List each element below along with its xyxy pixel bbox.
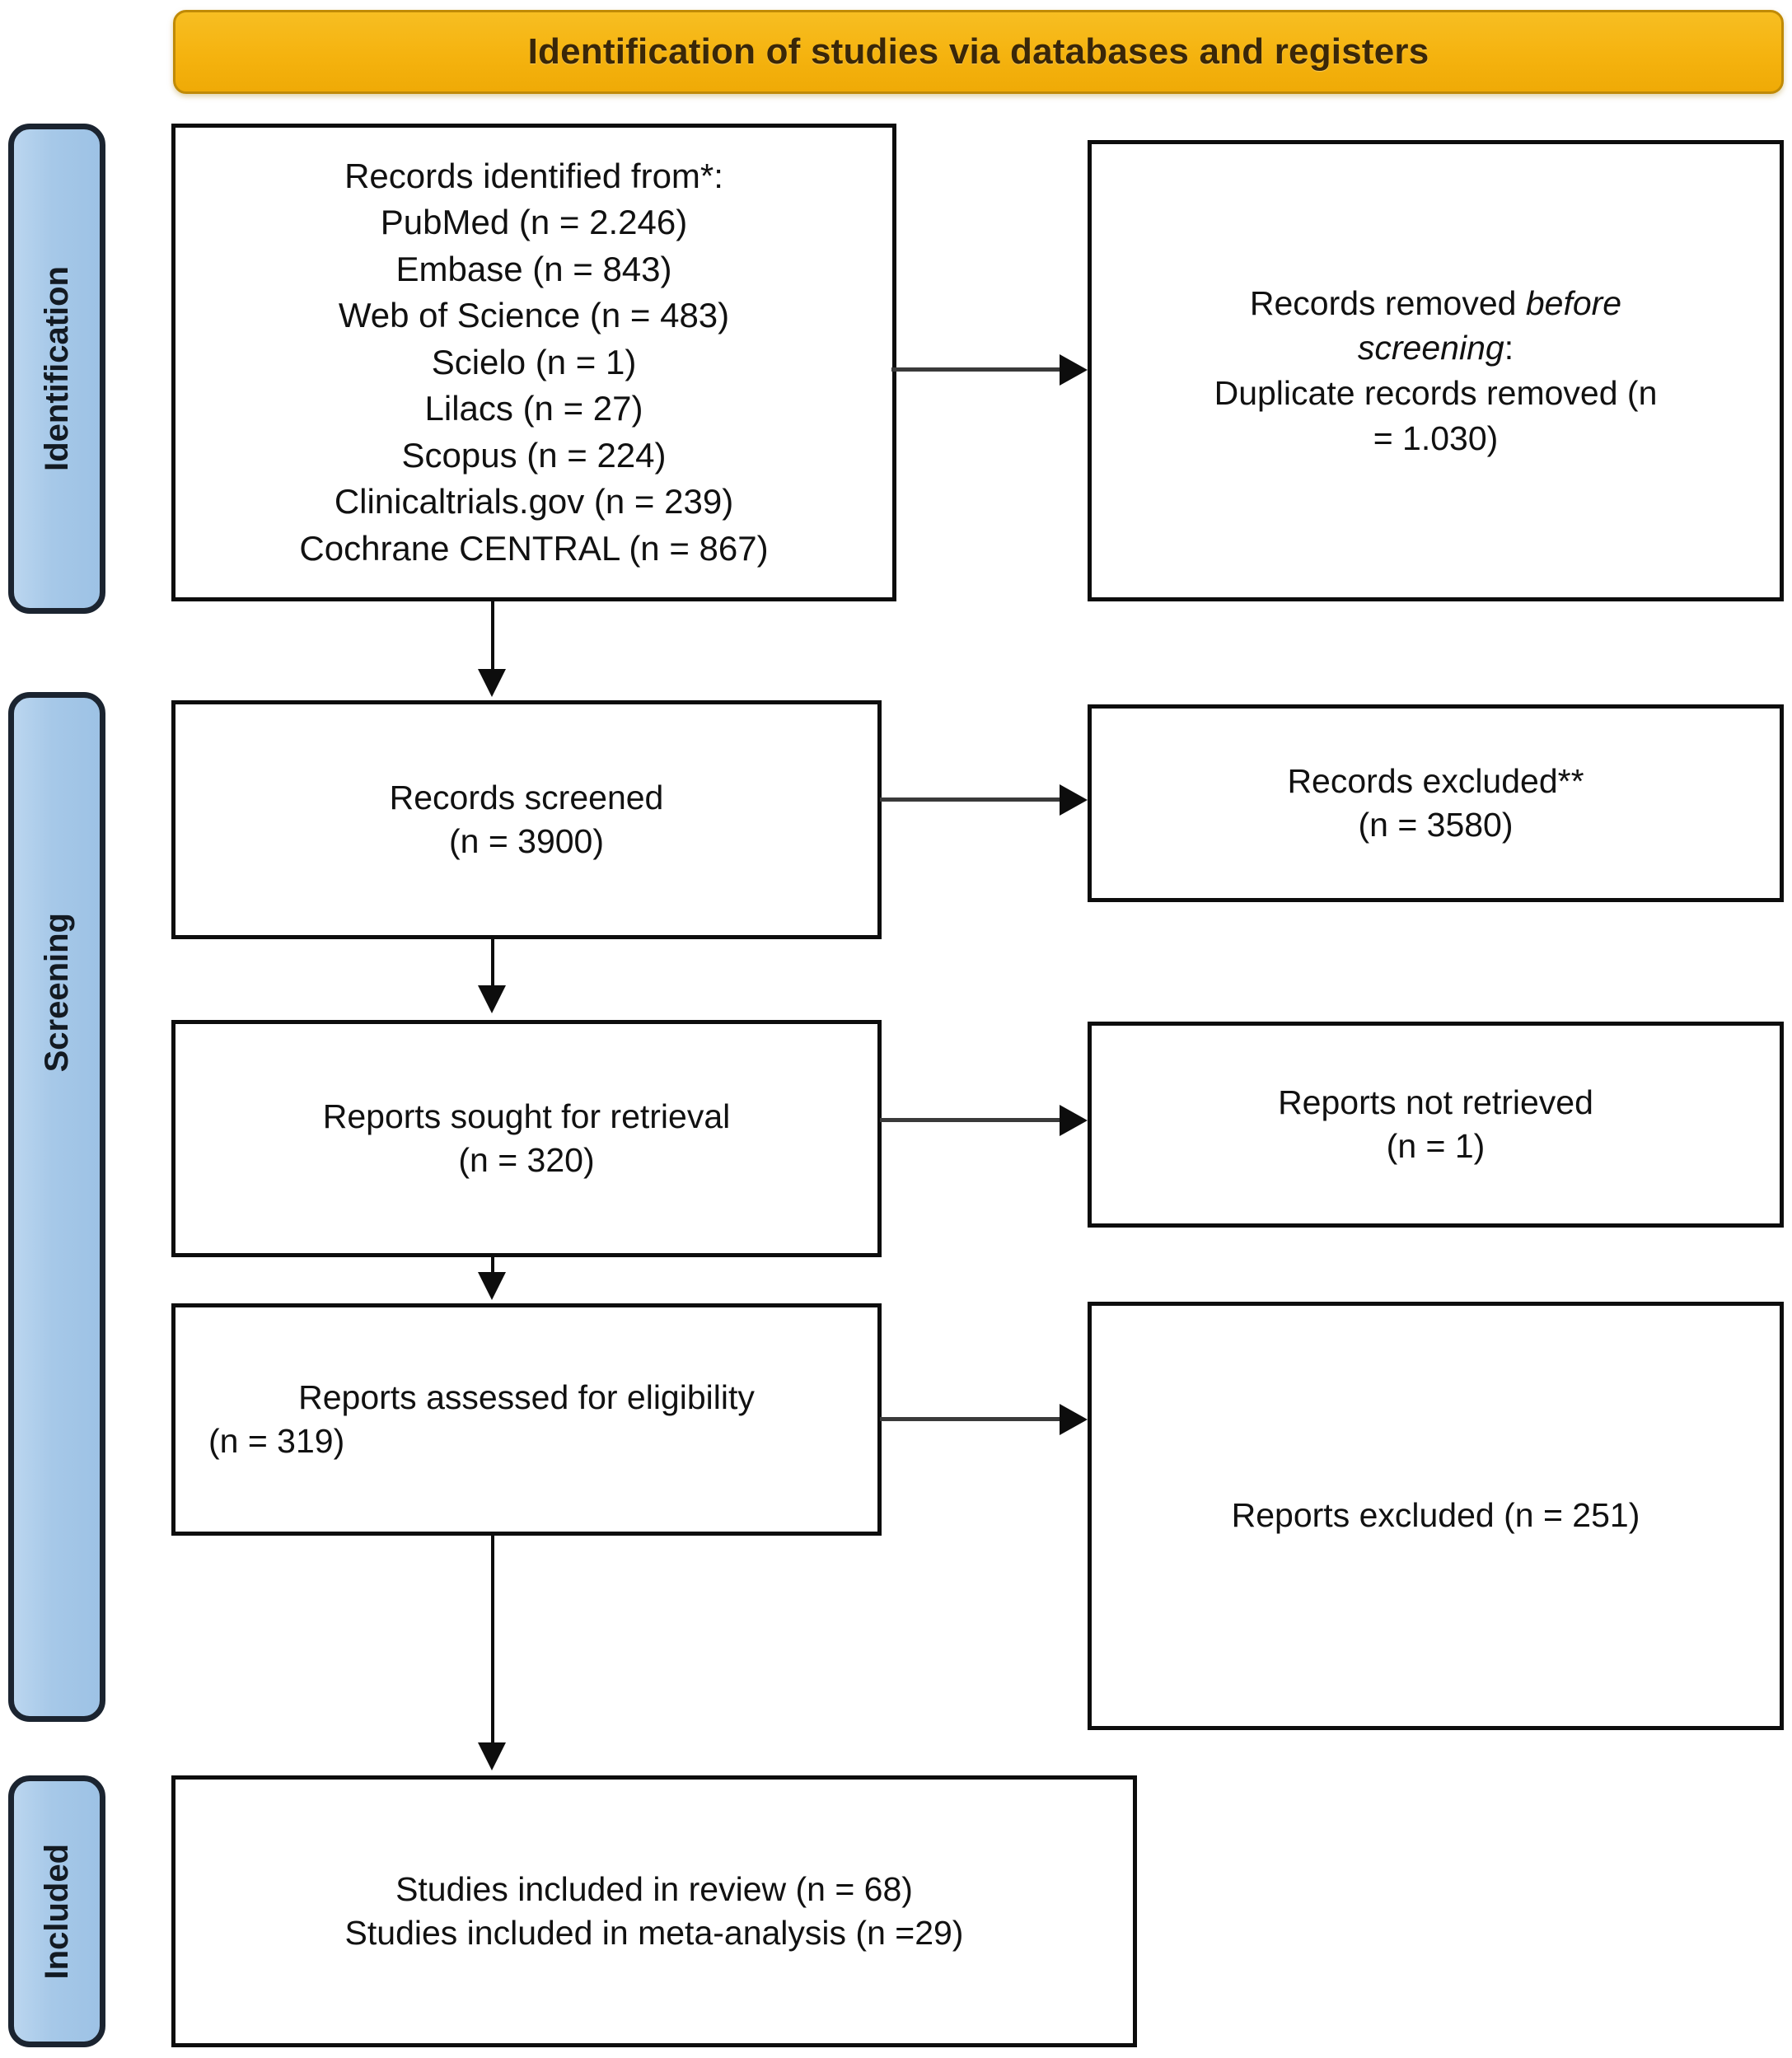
phase-sidebar-identification: Identification bbox=[8, 124, 105, 614]
connector-sought-to-assessed bbox=[491, 1257, 494, 1277]
arrow-down-icon-to-screened bbox=[478, 669, 506, 697]
source-scopus: Scopus (n = 224) bbox=[401, 435, 667, 475]
reports-assessed-label: Reports assessed for eligibility bbox=[298, 1377, 755, 1416]
phase-sidebar-screening: Screening bbox=[8, 692, 105, 1722]
source-clinicaltrials-gov: Clinicaltrials.gov (n = 239) bbox=[334, 482, 734, 522]
reports-not-retrieved-label: Reports not retrieved bbox=[1278, 1083, 1593, 1121]
records-screened-count: (n = 3900) bbox=[448, 822, 605, 860]
reports-excluded-label: Reports excluded (n = 251) bbox=[1231, 1496, 1640, 1535]
box-reports-excluded: Reports excluded (n = 251) bbox=[1088, 1302, 1784, 1730]
connector-assessed-to-reports-excluded bbox=[880, 1417, 1061, 1421]
records-removed-line-1: Records removed before bbox=[1107, 281, 1765, 326]
arrow-down-icon-to-included bbox=[478, 1742, 506, 1770]
reports-assessed-count: (n = 319) bbox=[208, 1422, 345, 1460]
connector-screened-to-sought bbox=[491, 939, 494, 989]
box-records-removed-before-screening: Records removed before screening: Duplic… bbox=[1088, 140, 1784, 601]
phase-label-identification: Identification bbox=[38, 266, 75, 471]
box-records-identified: Records identified from*: PubMed (n = 2.… bbox=[171, 124, 896, 601]
box-reports-not-retrieved: Reports not retrieved (n = 1) bbox=[1088, 1022, 1784, 1228]
records-screened-label: Records screened bbox=[389, 778, 664, 816]
connector-identified-to-screened bbox=[491, 601, 494, 676]
studies-included-in-meta-analysis: Studies included in meta-analysis (n =29… bbox=[344, 1914, 964, 1952]
arrow-right-icon-to-excluded bbox=[1060, 784, 1088, 816]
phase-sidebar-included: Included bbox=[8, 1775, 105, 2047]
phase-label-included: Included bbox=[38, 1843, 75, 1980]
source-scielo: Scielo (n = 1) bbox=[431, 342, 637, 381]
connector-screened-to-excluded bbox=[880, 797, 1061, 802]
reports-sought-label: Reports sought for retrieval bbox=[322, 1097, 731, 1135]
box-records-screened: Records screened (n = 3900) bbox=[171, 700, 882, 939]
studies-included-in-review: Studies included in review (n = 68) bbox=[395, 1869, 913, 1908]
phase-label-screening: Screening bbox=[38, 913, 75, 1073]
arrow-right-icon-to-removed bbox=[1060, 354, 1088, 386]
records-removed-emphasis-before: before bbox=[1525, 283, 1622, 322]
box-reports-sought-for-retrieval: Reports sought for retrieval (n = 320) bbox=[171, 1020, 882, 1257]
box-records-excluded: Records excluded** (n = 3580) bbox=[1088, 704, 1784, 902]
box-reports-assessed-for-eligibility: Reports assessed for eligibility (n = 31… bbox=[171, 1303, 882, 1536]
records-identified-heading: Records identified from*: bbox=[344, 156, 723, 195]
connector-assessed-to-included bbox=[491, 1536, 494, 1746]
banner-identification-header: Identification of studies via databases … bbox=[173, 10, 1784, 94]
source-lilacs: Lilacs (n = 27) bbox=[424, 389, 643, 428]
reports-not-retrieved-count: (n = 1) bbox=[1386, 1127, 1486, 1165]
source-cochrane-central: Cochrane CENTRAL (n = 867) bbox=[299, 528, 769, 568]
arrow-down-icon-to-assessed bbox=[478, 1272, 506, 1300]
source-pubmed: PubMed (n = 2.246) bbox=[380, 203, 688, 242]
records-removed-emphasis-screening: screening bbox=[1357, 329, 1504, 367]
records-excluded-count: (n = 3580) bbox=[1358, 806, 1514, 844]
box-studies-included: Studies included in review (n = 68) Stud… bbox=[171, 1775, 1137, 2047]
arrow-right-icon-to-reports-excluded bbox=[1060, 1404, 1088, 1435]
records-excluded-label: Records excluded** bbox=[1287, 761, 1584, 800]
duplicate-records-removed-line-1: Duplicate records removed (n bbox=[1214, 374, 1658, 412]
source-embase: Embase (n = 843) bbox=[395, 249, 672, 288]
arrow-down-icon-to-sought bbox=[478, 985, 506, 1013]
reports-sought-count: (n = 320) bbox=[458, 1141, 595, 1179]
records-removed-colon: : bbox=[1504, 329, 1514, 367]
connector-sought-to-not-retrieved bbox=[880, 1118, 1061, 1122]
records-removed-prefix: Records removed bbox=[1249, 283, 1526, 322]
records-removed-line-2: screening: bbox=[1107, 325, 1765, 371]
connector-identified-to-removed bbox=[891, 367, 1061, 372]
banner-title: Identification of studies via databases … bbox=[527, 31, 1429, 72]
duplicate-records-removed-line-2: = 1.030) bbox=[1373, 419, 1499, 457]
source-web-of-science: Web of Science (n = 483) bbox=[338, 296, 730, 335]
arrow-right-icon-to-not-retrieved bbox=[1060, 1105, 1088, 1136]
